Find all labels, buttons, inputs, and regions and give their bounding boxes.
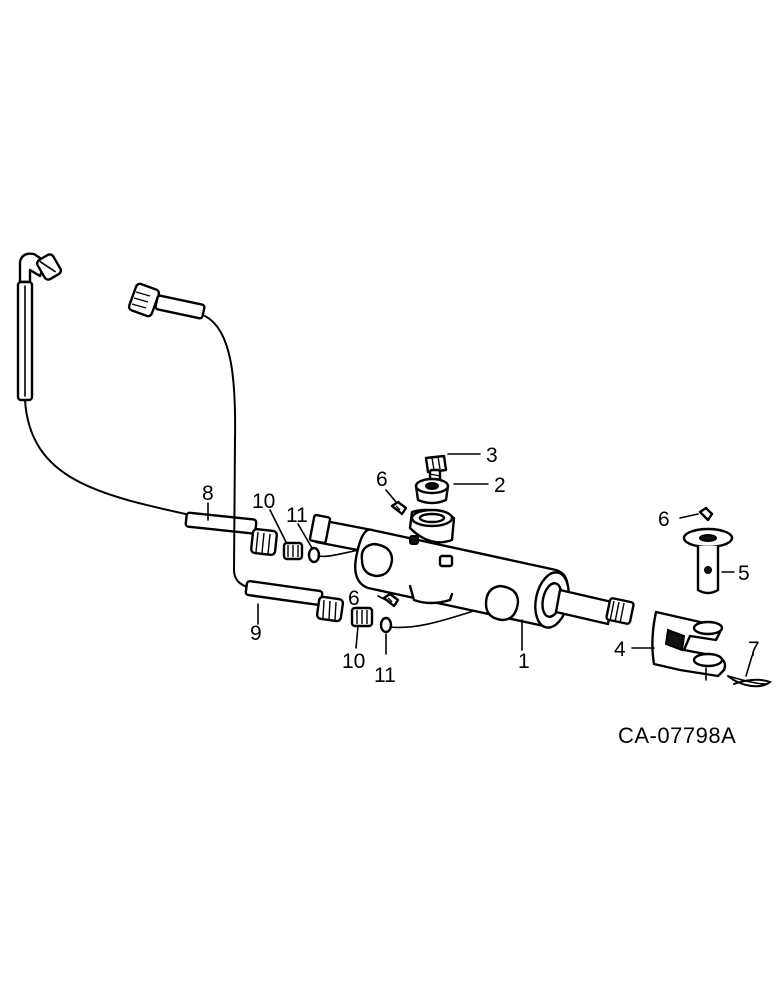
clevis-4 bbox=[651, 610, 727, 678]
callout-11-upper: 11 bbox=[286, 504, 308, 527]
callout-10-upper: 10 bbox=[252, 490, 275, 513]
callout-5: 5 bbox=[738, 562, 750, 585]
callout-11-lower: 11 bbox=[374, 664, 396, 687]
callout-8: 8 bbox=[202, 482, 214, 505]
callout-2: 2 bbox=[494, 474, 506, 497]
o-ring-seal-11-upper bbox=[307, 546, 321, 564]
fitting-set-upper bbox=[282, 541, 321, 564]
hairpin-clip-7 bbox=[727, 675, 772, 688]
grease-fitting-6-middle bbox=[382, 592, 400, 608]
callout-4: 4 bbox=[614, 638, 626, 661]
callout-1: 1 bbox=[518, 650, 530, 673]
hydraulic-cylinder-1 bbox=[308, 508, 635, 629]
figure-code: CA-07798A bbox=[618, 723, 736, 748]
callout-labels: 1 2 3 4 5 6 6 6 7 8 9 10 10 11 11 bbox=[202, 444, 760, 687]
hose-assembly-9 bbox=[127, 282, 345, 623]
callout-7: 7 bbox=[748, 638, 760, 661]
callout-10-lower: 10 bbox=[342, 650, 365, 673]
o-ring-seal-11-lower bbox=[379, 616, 393, 634]
leader-lines bbox=[207, 453, 753, 681]
pin-5 bbox=[682, 527, 734, 595]
grease-fitting-6-upper bbox=[390, 500, 408, 516]
grease-fitting-6-right bbox=[698, 506, 714, 522]
callout-6-middle: 6 bbox=[348, 587, 360, 610]
washer-2 bbox=[414, 477, 450, 505]
callout-6-right: 6 bbox=[658, 508, 670, 531]
hose-assembly-8 bbox=[16, 252, 278, 556]
callout-9: 9 bbox=[250, 622, 262, 645]
callout-6-upper: 6 bbox=[376, 468, 388, 491]
callout-3: 3 bbox=[486, 444, 498, 467]
fitting-set-lower bbox=[350, 606, 393, 634]
